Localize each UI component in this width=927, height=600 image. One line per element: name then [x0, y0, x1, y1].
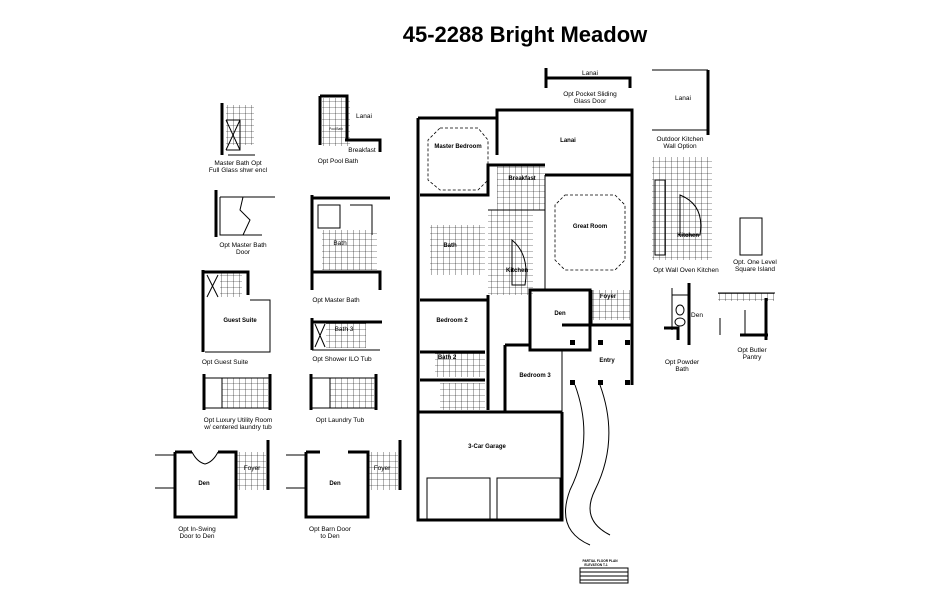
room-label-great-room: Great Room — [573, 224, 607, 230]
option-caption: Opt Master Bath — [312, 297, 360, 304]
option-luxury-utility: Opt Luxury Utility Room w/ centered laun… — [202, 374, 273, 431]
option-butler-pantry: Opt Butler Pantry — [718, 292, 775, 361]
option-caption: Bath — [675, 366, 689, 373]
option-guest-suite: Guest Suite Opt Guest Suite — [201, 270, 271, 366]
room-label-bedroom-3: Bedroom 3 — [519, 373, 551, 379]
bath2-tile — [435, 352, 485, 377]
option-caption: Opt Wall Oven Kitchen — [653, 267, 719, 274]
option-barn-door: Den Foyer Opt Barn Door to Den — [286, 440, 402, 540]
entry-column — [570, 340, 575, 345]
room-label: Pool Bath — [329, 127, 343, 131]
driveway — [426, 477, 561, 520]
option-caption: Opt Laundry Tub — [316, 417, 365, 424]
laundry-tile — [440, 383, 485, 410]
legend-title-1: PARTIAL FLOOR PLAN — [582, 559, 618, 563]
room-label-master-bedroom: Master Bedroom — [434, 144, 481, 150]
option-caption: Opt Luxury Utility Room — [204, 417, 273, 424]
plan-title: 45-2288 Bright Meadow — [403, 22, 648, 47]
room-label-den: Den — [554, 311, 566, 317]
foyer-tile — [592, 290, 630, 320]
option-caption: Wall Option — [663, 143, 697, 150]
option-square-island: Opt. One Level Square Island — [733, 217, 777, 273]
option-shower-ilo-tub: Bath 3 Opt Shower ILO Tub — [310, 318, 382, 363]
option-pocket-slider: Lanai Opt Pocket Sliding Glass Door — [544, 68, 632, 105]
kitchen-island — [511, 238, 527, 286]
entry-column — [625, 340, 630, 345]
partition-lines — [488, 175, 593, 412]
option-caption: Opt Pocket Sliding — [563, 91, 617, 98]
option-caption: Door to Den — [179, 533, 214, 540]
room-label: Lanai — [675, 95, 691, 102]
exterior-walls — [416, 108, 634, 522]
kitchen-tile — [488, 210, 533, 295]
option-caption: Pantry — [743, 354, 763, 361]
option-caption: Full Glass shwr encl — [209, 167, 268, 174]
option-in-swing-door: Den Foyer Opt In-Swing Door to Den — [155, 440, 270, 540]
option-caption: Opt Guest Suite — [202, 359, 249, 366]
entry-column — [570, 380, 575, 385]
option-outdoor-kitchen: Lanai Outdoor Kitchen Wall Option — [652, 69, 710, 150]
room-label: Den — [329, 481, 341, 487]
area-legend: PARTIAL FLOOR PLAN ELEVATION T-1 — [579, 559, 629, 584]
room-label: Den — [691, 312, 703, 319]
legend-title-2: ELEVATION T-1 — [584, 563, 607, 567]
room-label: Bath — [333, 240, 347, 247]
room-label: Foyer — [244, 465, 261, 472]
option-pool-bath: Pool Bath Lanai Breakfast Opt Pool Bath — [318, 94, 382, 165]
room-label-kitchen: Kitchen — [506, 268, 528, 274]
room-label-foyer: Foyer — [600, 294, 617, 300]
room-label-breakfast: Breakfast — [508, 176, 535, 182]
option-caption: Opt In-Swing — [178, 526, 216, 533]
option-caption: Opt Master Bath — [219, 242, 267, 249]
option-caption: Outdoor Kitchen — [657, 136, 704, 143]
room-label: Foyer — [374, 465, 391, 472]
room-label: Guest Suite — [223, 318, 257, 324]
interior-walls — [420, 163, 632, 412]
master-tray-ceiling — [427, 127, 489, 191]
room-label: Lanai — [356, 113, 372, 120]
room-label-bath: Bath — [443, 243, 457, 249]
option-caption: Opt Butler — [737, 347, 767, 354]
walkway — [565, 384, 611, 546]
room-label: Den — [198, 481, 210, 487]
option-caption: Square Island — [735, 266, 775, 273]
option-caption: Opt Barn Door — [309, 526, 352, 533]
option-caption: Glass Door — [574, 98, 607, 105]
option-caption: Opt Pool Bath — [318, 158, 359, 165]
breakfast-tile — [497, 165, 545, 210]
option-caption: w/ centered laundry tub — [203, 424, 272, 431]
entry-column — [598, 340, 603, 345]
room-label: Bath 3 — [335, 326, 354, 333]
bath-tile — [430, 225, 485, 275]
room-label: Kitchen — [677, 233, 699, 239]
option-powder-bath: Den Opt Powder Bath — [664, 283, 703, 373]
option-caption: to Den — [320, 533, 340, 540]
option-laundry-tub: Opt Laundry Tub — [309, 374, 378, 424]
room-label-garage: 3-Car Garage — [468, 444, 506, 450]
entry-column — [625, 380, 630, 385]
option-master-bath-glass: Master Bath Opt Full Glass shwr encl — [209, 103, 268, 174]
room-label-entry: Entry — [599, 358, 615, 364]
legend-rows — [580, 571, 628, 581]
room-label-lanai: Lanai — [560, 138, 576, 144]
option-caption: Opt Powder — [665, 359, 700, 366]
great-room-tray-ceiling — [554, 194, 626, 271]
room-label-bath-2: Bath 2 — [438, 355, 457, 361]
option-master-bath-door: Opt Master Bath Door — [214, 190, 275, 256]
room-label-bedroom-2: Bedroom 2 — [436, 318, 468, 324]
room-label: Breakfast — [348, 147, 376, 154]
entry-column — [598, 380, 603, 385]
room-label: Lanai — [582, 70, 598, 77]
main-floor-plan: Master Bedroom Lanai Breakfast Great Roo… — [416, 108, 634, 584]
option-caption: Opt. One Level — [733, 259, 777, 266]
option-wall-oven-kitchen: Kitchen Opt Wall Oven Kitchen — [652, 157, 719, 274]
option-master-bath: Bath Opt Master Bath — [310, 195, 390, 304]
option-caption: Door — [236, 249, 251, 256]
option-caption: Opt Shower ILO Tub — [312, 356, 372, 363]
option-caption: Master Bath Opt — [214, 160, 262, 167]
